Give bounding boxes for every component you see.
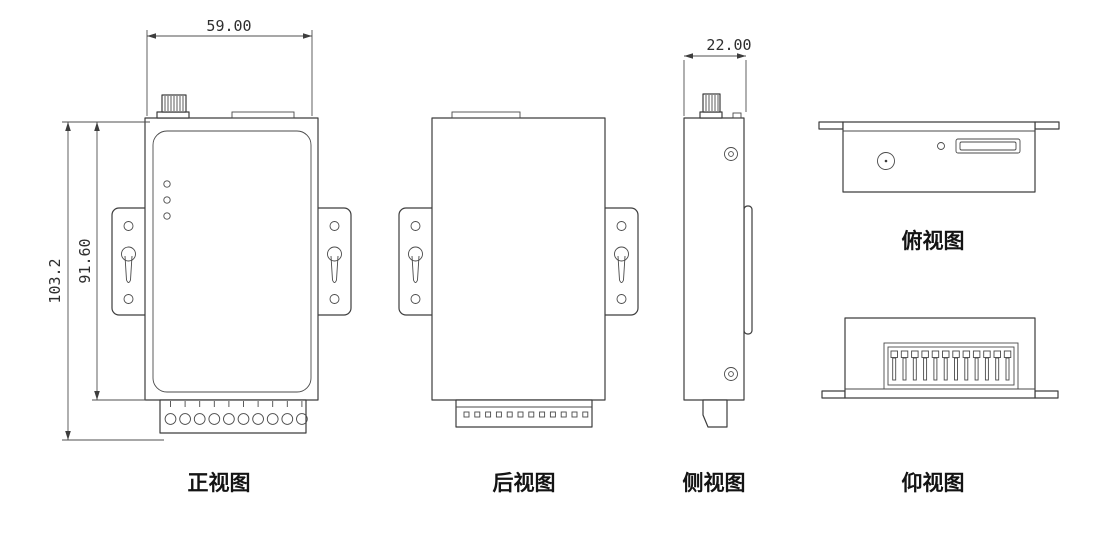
keyhole-slot — [121, 246, 136, 262]
sim-slot-icon — [955, 138, 1021, 154]
ear-hole — [616, 294, 627, 304]
side-top-slot — [732, 112, 742, 119]
led-indicators — [163, 180, 171, 220]
dimension-depth-value: 22.00 — [706, 36, 751, 54]
front-body — [144, 117, 319, 401]
keyhole-slot — [327, 246, 342, 262]
terminal-pins — [463, 411, 589, 418]
side-view — [683, 93, 753, 428]
dimension-height-overall: 103.2 — [46, 121, 164, 441]
rear-view — [398, 111, 639, 428]
dimension-height-overall-value: 103.2 — [46, 258, 64, 303]
top-view-label: 俯视图 — [902, 229, 965, 253]
dimension-width-value: 59.00 — [206, 17, 251, 35]
top-slot — [231, 111, 295, 119]
antenna-hole-icon — [877, 152, 895, 170]
rear-body — [431, 117, 606, 401]
bottom-view-label: 仰视图 — [902, 471, 965, 495]
ear-hole — [123, 221, 134, 231]
rear-left-mounting-ear — [398, 207, 440, 316]
rear-top-slot — [451, 111, 521, 119]
terminal-pins — [890, 350, 1012, 381]
bracket-edge — [743, 205, 753, 335]
top-view-left-wing — [818, 121, 844, 130]
dimension-height-body: 91.60 — [76, 122, 146, 401]
screw-top-icon — [724, 147, 738, 161]
antenna-connector-icon — [699, 93, 723, 119]
top-view-right-wing — [1034, 121, 1060, 130]
ear-hole — [329, 221, 340, 231]
keyhole-slot — [408, 246, 423, 262]
led-icon — [163, 196, 171, 204]
front-view — [111, 94, 352, 434]
reset-hole-icon — [937, 142, 945, 150]
rear-view-label: 后视图 — [493, 471, 556, 495]
antenna-connector-icon — [156, 94, 190, 119]
ear-hole — [329, 294, 340, 304]
side-view-label: 侧视图 — [683, 471, 746, 495]
bottom-view-right-wing — [1034, 390, 1059, 399]
front-terminal-block — [159, 399, 308, 434]
ear-hole — [410, 294, 421, 304]
side-body — [683, 117, 745, 401]
front-right-mounting-ear — [310, 207, 352, 316]
top-view-body — [842, 121, 1036, 193]
terminal-screws — [164, 413, 308, 425]
bottom-view — [821, 317, 1059, 399]
ear-hole — [410, 221, 421, 231]
dimension-depth: 22.00 — [683, 36, 752, 116]
dimension-height-body-value: 91.60 — [76, 238, 94, 283]
keyhole-slot — [614, 246, 629, 262]
bottom-terminal-block — [883, 342, 1019, 390]
led-icon — [163, 212, 171, 220]
top-view — [818, 121, 1060, 193]
ear-hole — [123, 294, 134, 304]
screw-bottom-icon — [724, 367, 738, 381]
led-icon — [163, 180, 171, 188]
ear-hole — [616, 221, 627, 231]
din-clip — [702, 399, 728, 428]
rear-terminal-block — [455, 399, 593, 428]
front-panel — [152, 130, 312, 393]
dimension-width: 59.00 — [146, 17, 313, 116]
front-view-label: 正视图 — [188, 471, 251, 495]
bottom-view-left-wing — [821, 390, 846, 399]
